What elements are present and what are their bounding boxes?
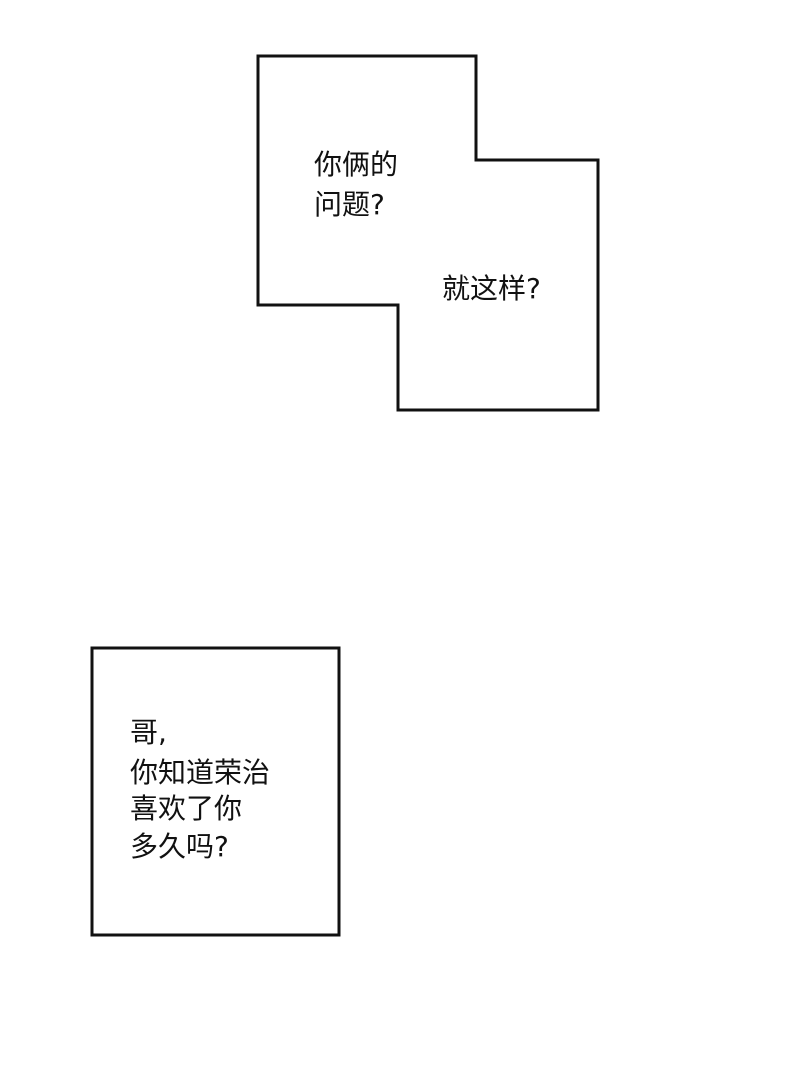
bottom-panel-line-4: 多久吗?	[130, 830, 229, 863]
bottom-panel-line-2: 你知道荣治	[130, 756, 271, 789]
bottom-panel-border	[90, 646, 341, 937]
top-panel-line-3: 就这样?	[442, 272, 541, 305]
top-panel-border	[256, 54, 600, 412]
top-panel-line-2: 问题?	[314, 188, 385, 221]
bottom-panel-line-1: 哥,	[130, 716, 167, 749]
top-panel-line-1: 你俩的	[314, 148, 399, 181]
bottom-panel-line-3: 喜欢了你	[130, 792, 243, 825]
